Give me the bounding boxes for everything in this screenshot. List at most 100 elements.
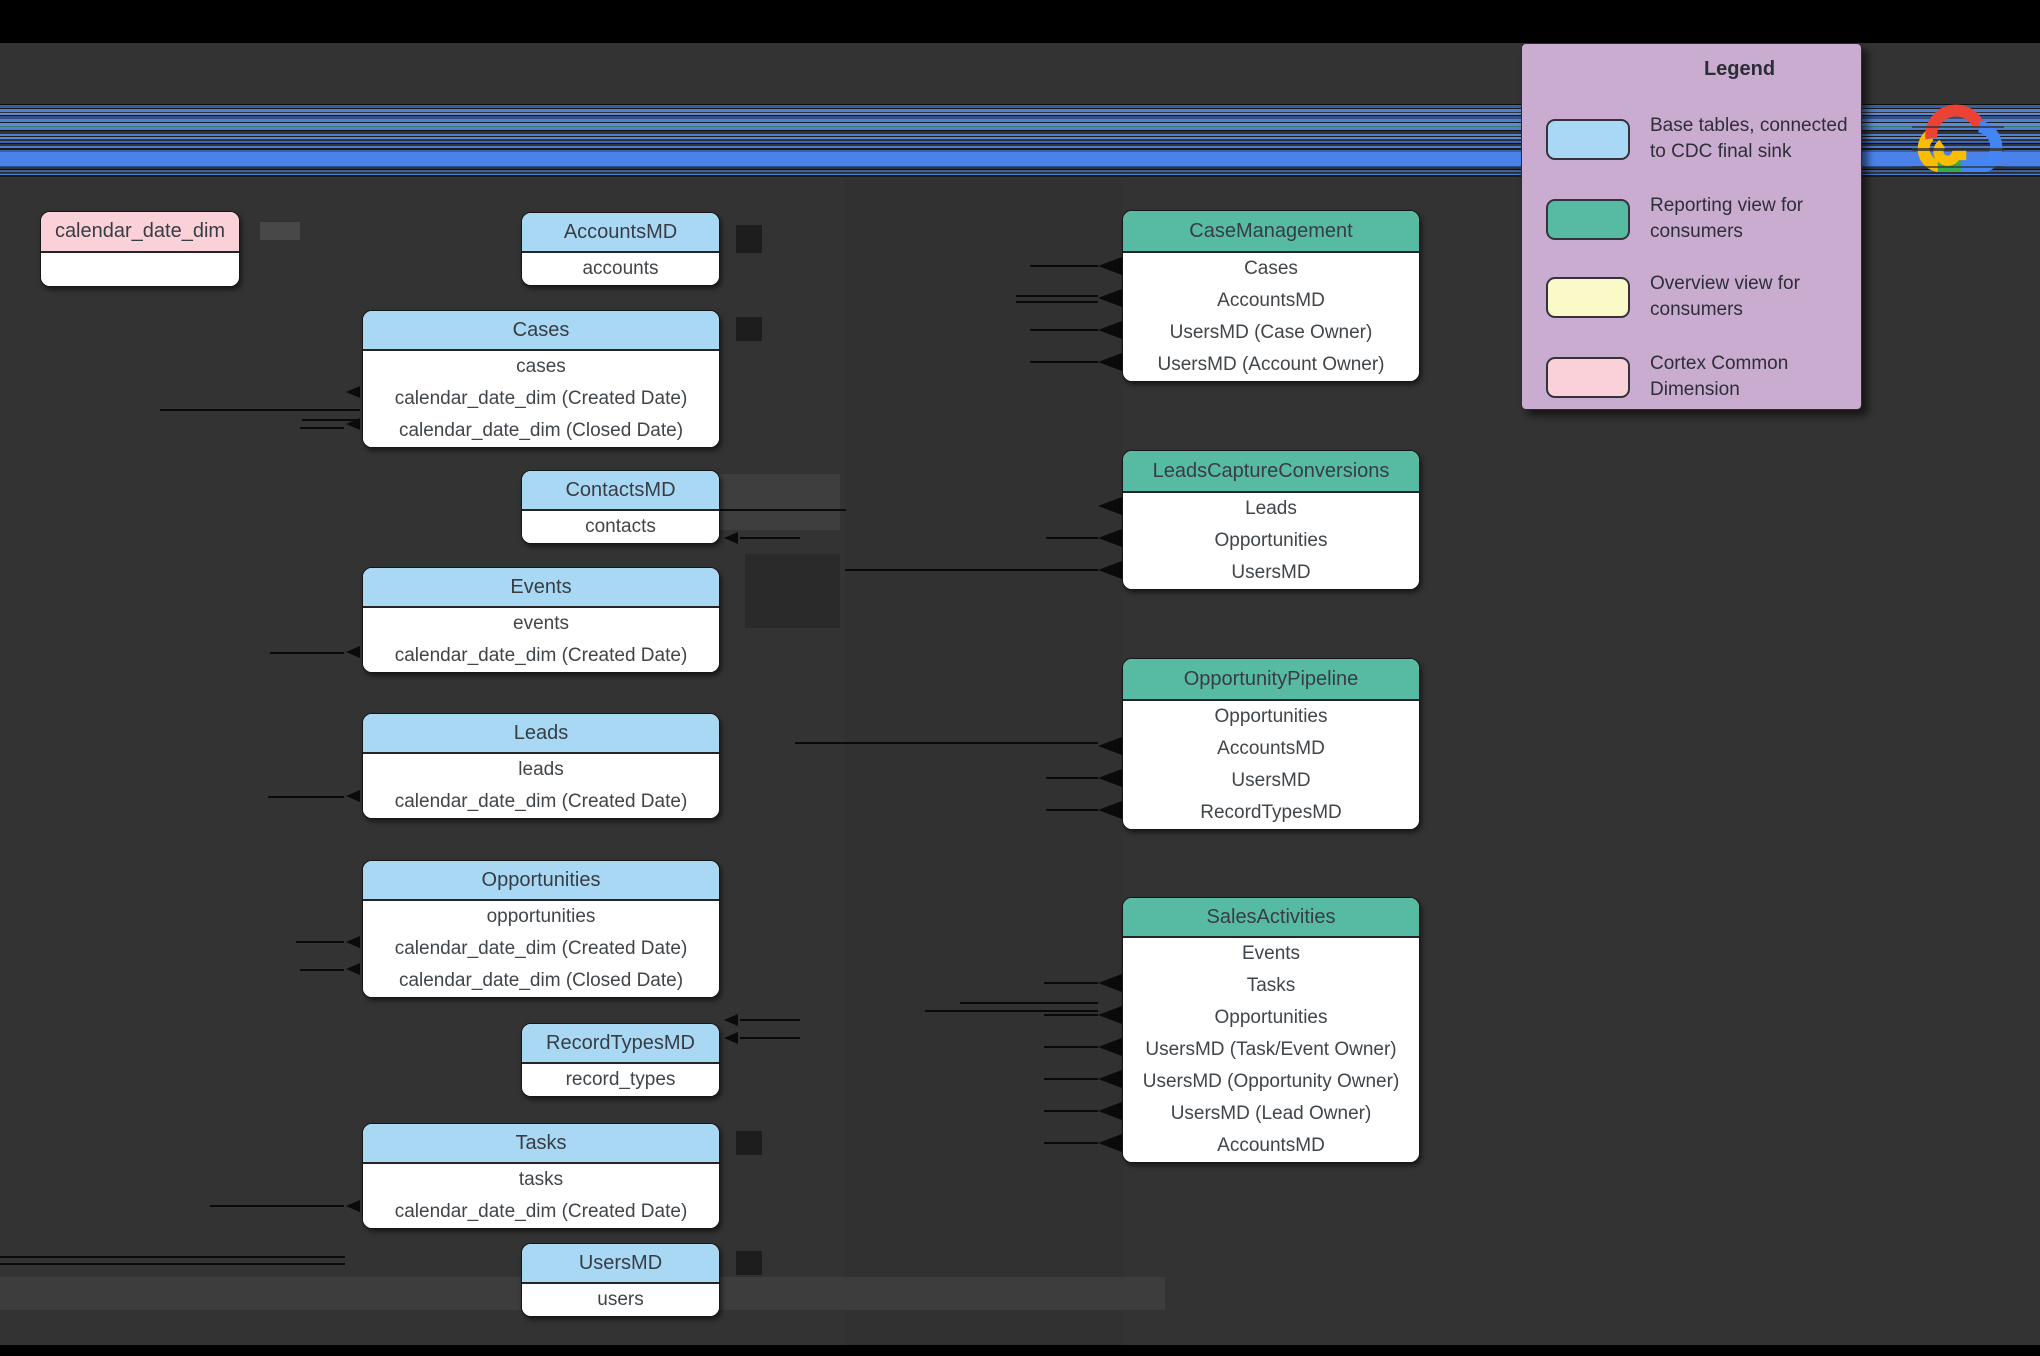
entity-row: accounts xyxy=(522,253,719,285)
legend-item-reporting: Reporting view for consumers xyxy=(1546,193,1855,245)
legend-item-overview: Overview view for consumers xyxy=(1546,271,1855,323)
compression-artifact xyxy=(260,222,300,240)
connector-line xyxy=(1030,361,1098,363)
entity-row: record_types xyxy=(522,1064,719,1096)
entity-row: AccountsMD xyxy=(1123,1130,1419,1162)
entity-recordtypesmd[interactable]: RecordTypesMD record_types xyxy=(521,1023,720,1097)
arrowhead-icon xyxy=(1098,1006,1122,1024)
entity-row: UsersMD (Account Owner) xyxy=(1123,349,1419,381)
google-cloud-logo xyxy=(1912,98,2004,190)
entity-row: UsersMD (Opportunity Owner) xyxy=(1123,1066,1419,1098)
legend-swatch-base xyxy=(1546,118,1630,160)
entity-contactsmd[interactable]: ContactsMD contacts xyxy=(521,470,720,544)
entity-row: calendar_date_dim (Closed Date) xyxy=(363,415,719,447)
entity-leadscaptureconversions[interactable]: LeadsCaptureConversions Leads Opportunit… xyxy=(1122,450,1420,590)
connector-line xyxy=(296,941,344,943)
entity-row: calendar_date_dim (Closed Date) xyxy=(363,965,719,997)
entity-row: UsersMD (Case Owner) xyxy=(1123,317,1419,349)
compression-artifact xyxy=(700,474,840,530)
entity-accountsmd[interactable]: AccountsMD accounts xyxy=(521,212,720,286)
arrowhead-icon xyxy=(346,1200,360,1212)
entity-header: SalesActivities xyxy=(1123,898,1419,938)
entity-header: LeadsCaptureConversions xyxy=(1123,451,1419,493)
arrowhead-icon xyxy=(1098,737,1122,755)
connector-line xyxy=(740,1037,800,1039)
entity-row: contacts xyxy=(522,511,719,543)
connector-line xyxy=(1044,1142,1098,1144)
entity-row: Opportunities xyxy=(1123,1002,1419,1034)
arrowhead-icon xyxy=(724,1014,738,1026)
entity-cases[interactable]: Cases cases calendar_date_dim (Created D… xyxy=(362,310,720,448)
entity-row: UsersMD (Lead Owner) xyxy=(1123,1098,1419,1130)
arrowhead-icon xyxy=(346,963,360,975)
compression-artifact xyxy=(745,554,840,628)
legend-item-dimension: Cortex Common Dimension xyxy=(1546,351,1855,403)
compression-artifact xyxy=(736,317,762,341)
legend-swatch-reporting xyxy=(1546,198,1630,240)
entity-row: Events xyxy=(1123,938,1419,970)
compression-artifact xyxy=(736,225,762,253)
entity-header: RecordTypesMD xyxy=(522,1024,719,1064)
connector-line xyxy=(1044,1110,1098,1112)
arrowhead-icon xyxy=(724,1032,738,1044)
legend-title: Legend xyxy=(1703,58,1776,80)
entity-header: Tasks xyxy=(363,1124,719,1164)
entity-row: Opportunities xyxy=(1123,525,1419,557)
compression-artifact xyxy=(736,1131,762,1155)
entity-row: leads xyxy=(363,754,719,786)
arrowhead-icon xyxy=(724,532,738,544)
entity-header: OpportunityPipeline xyxy=(1123,659,1419,701)
entity-header: UsersMD xyxy=(522,1244,719,1284)
connector-line xyxy=(740,537,800,539)
compression-artifact xyxy=(1912,126,2004,128)
connector-line xyxy=(795,742,1098,744)
entity-salesactivities[interactable]: SalesActivities Events Tasks Opportuniti… xyxy=(1122,897,1420,1163)
entity-opportunitypipeline[interactable]: OpportunityPipeline Opportunities Accoun… xyxy=(1122,658,1420,830)
entity-row: UsersMD xyxy=(1123,765,1419,797)
connector-line xyxy=(1016,295,1098,297)
entity-casemanagement[interactable]: CaseManagement Cases AccountsMD UsersMD … xyxy=(1122,210,1420,382)
arrowhead-icon xyxy=(1098,321,1122,339)
arrowhead-icon xyxy=(1098,497,1122,515)
google-cloud-logo-icon xyxy=(1917,104,2003,173)
entity-tasks[interactable]: Tasks tasks calendar_date_dim (Created D… xyxy=(362,1123,720,1229)
arrowhead-icon xyxy=(346,936,360,948)
entity-events[interactable]: Events events calendar_date_dim (Created… xyxy=(362,567,720,673)
entity-usersmd[interactable]: UsersMD users xyxy=(521,1243,720,1317)
arrowhead-icon xyxy=(1098,561,1122,579)
compression-artifact xyxy=(1912,148,2004,151)
entity-calendar-date-dim[interactable]: calendar_date_dim xyxy=(40,211,240,287)
entity-row: Leads xyxy=(1123,493,1419,525)
entity-row: UsersMD xyxy=(1123,557,1419,589)
entity-opportunities[interactable]: Opportunities opportunities calendar_dat… xyxy=(362,860,720,998)
entity-header: Opportunities xyxy=(363,861,719,901)
entity-row: AccountsMD xyxy=(1123,285,1419,317)
entity-row: AccountsMD xyxy=(1123,733,1419,765)
entity-row: calendar_date_dim (Created Date) xyxy=(363,640,719,672)
connector-line xyxy=(1030,265,1098,267)
entity-row: tasks xyxy=(363,1164,719,1196)
connector-line xyxy=(1044,982,1098,984)
entity-leads[interactable]: Leads leads calendar_date_dim (Created D… xyxy=(362,713,720,819)
connector-line xyxy=(700,509,846,511)
arrowhead-icon xyxy=(1098,289,1122,307)
arrowhead-icon xyxy=(1098,353,1122,371)
connector-line xyxy=(845,569,1098,571)
arrowhead-icon xyxy=(346,790,360,802)
entity-header: AccountsMD xyxy=(522,213,719,253)
entity-row: opportunities xyxy=(363,901,719,933)
arrowhead-icon xyxy=(1098,974,1122,992)
connector-line xyxy=(302,419,358,421)
connector-line xyxy=(160,409,360,411)
connector-line xyxy=(1044,1046,1098,1048)
connector-line xyxy=(1046,809,1098,811)
entity-row: Cases xyxy=(1123,253,1419,285)
arrowhead-icon xyxy=(1098,1070,1122,1088)
legend-label: Reporting view for consumers xyxy=(1650,195,1804,242)
arrowhead-icon xyxy=(346,386,360,398)
entity-row: calendar_date_dim (Created Date) xyxy=(363,383,719,415)
arrowhead-icon xyxy=(346,646,360,658)
connector-line xyxy=(1044,1014,1098,1016)
entity-row: cases xyxy=(363,351,719,383)
